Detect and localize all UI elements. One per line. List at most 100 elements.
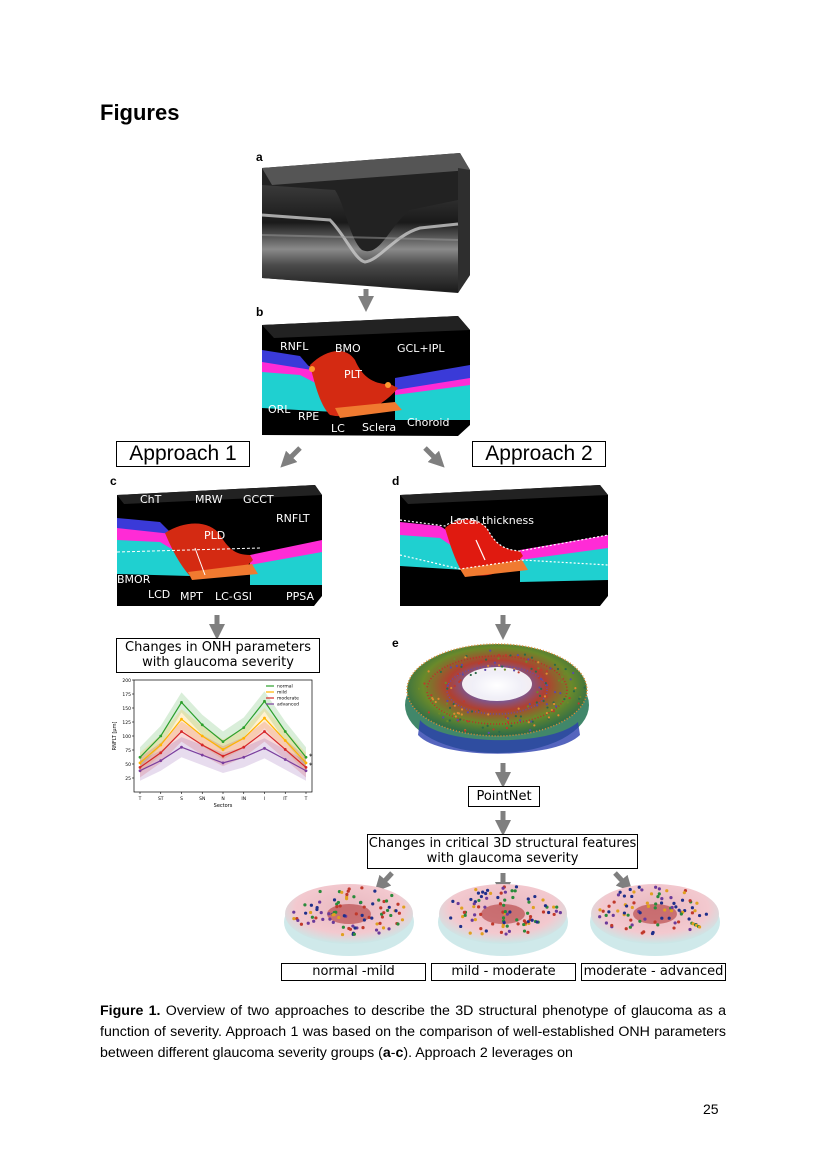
torus-point: [464, 729, 467, 732]
y-axis-label: RNFLT [μm]: [112, 722, 118, 751]
bowl-dot: [502, 903, 506, 907]
torus-point: [545, 703, 548, 706]
bowl-dot: [377, 931, 381, 935]
bowl-dot: [292, 910, 296, 914]
bowl-dot: [637, 885, 641, 889]
torus-point: [549, 667, 552, 670]
torus-point: [417, 687, 421, 690]
bowl-dot: [367, 915, 371, 919]
torus-point: [518, 719, 522, 722]
torus-point: [555, 705, 558, 708]
bowl-dot: [337, 915, 341, 920]
torus-point: [564, 667, 567, 671]
bowl-dot: [629, 918, 633, 922]
pointnet-box: PointNet: [468, 786, 540, 807]
point-mild: [263, 716, 266, 720]
bowl-dot: [688, 927, 692, 932]
torus-point: [556, 667, 560, 671]
point-normal: [200, 723, 204, 727]
bowl-dot: [604, 913, 608, 917]
bowl-dot: [375, 922, 379, 926]
bowl-dot: [390, 893, 394, 898]
bowl-dot: [690, 906, 694, 910]
bowl-dot: [462, 910, 466, 914]
bowl-dot: [516, 922, 520, 926]
bowl-dot: [670, 905, 674, 910]
bowl-dot: [501, 916, 506, 920]
label-mrw: MRW: [195, 493, 223, 506]
arrow-to-bowl-1: [374, 871, 394, 892]
torus-point: [487, 664, 490, 668]
bowl-dot: [352, 895, 356, 899]
bowl-dot: [552, 905, 556, 909]
y-tick-label: 50: [125, 762, 131, 768]
torus-point: [546, 706, 549, 709]
bowl-dot: [632, 890, 636, 894]
bowl-dot: [657, 887, 661, 891]
torus-point: [466, 711, 469, 714]
torus-point: [519, 715, 522, 718]
torus-point: [480, 660, 483, 664]
bowl-dot: [351, 924, 355, 928]
torus-point: [493, 668, 497, 671]
x-tick-label: I: [264, 796, 265, 802]
bowl-dot: [669, 896, 673, 900]
bowl-dot: [515, 918, 519, 922]
bowl-dot: [340, 932, 345, 937]
bowl-dot: [360, 886, 364, 890]
torus-point: [459, 718, 462, 721]
y-tick-label: 75: [125, 748, 131, 754]
approach-1-box: Approach 1: [116, 441, 250, 467]
bowl-dot: [400, 918, 405, 922]
torus-point: [461, 673, 464, 676]
bowl-dot: [385, 908, 390, 913]
bowl-dot: [402, 905, 406, 909]
bowl-dot: [676, 920, 681, 924]
label-lc: LC: [331, 422, 345, 435]
point-advanced: [283, 758, 287, 761]
bowl-dot: [318, 900, 322, 904]
bowl-dot: [628, 887, 632, 892]
bowl-dot: [697, 913, 702, 918]
bowl-dot: [526, 920, 530, 924]
bowl-dot: [502, 920, 506, 925]
point-normal: [283, 730, 287, 733]
bowl-dot: [535, 920, 539, 924]
caption-label: Figure 1.: [100, 1003, 161, 1019]
point-advanced: [221, 761, 225, 765]
bowl-dot: [704, 912, 708, 916]
local-thickness-image: [399, 485, 609, 606]
panel-b-labels: RNFL BMO GCL+IPL PLT ORL RPE LC Sclera C…: [268, 340, 449, 435]
bowl-dot: [461, 915, 465, 919]
bowl-dot: [522, 922, 526, 927]
bowl-dot: [361, 926, 365, 930]
torus-point: [486, 724, 489, 727]
torus-point: [459, 679, 462, 682]
torus-point: [450, 686, 453, 690]
bowl-dot: [485, 888, 490, 892]
point-mild: [283, 739, 287, 742]
bowl-dot: [374, 928, 379, 932]
bowl-dot: [650, 931, 655, 936]
approach-2-box: Approach 2: [472, 441, 606, 467]
torus-point: [517, 656, 520, 659]
label-lc-gsi: LC-GSI: [215, 590, 252, 603]
torus-point: [443, 712, 446, 715]
bowl-dot: [610, 923, 614, 928]
torus-point: [574, 687, 577, 690]
bowl-dot: [499, 930, 504, 934]
torus-point: [477, 662, 481, 665]
torus-point: [466, 720, 469, 723]
torus-point: [438, 667, 441, 670]
bowl-dot: [674, 905, 678, 909]
torus-point: [560, 675, 564, 678]
bowl-dot: [660, 897, 664, 901]
legend-label-moderate: moderate: [277, 696, 299, 702]
torus-point: [526, 705, 530, 708]
bowl-dot: [679, 912, 683, 916]
bowl-dot: [384, 899, 389, 903]
bowl-dot: [473, 913, 477, 917]
bowl-dot: [505, 924, 509, 928]
legend-label-normal: normal: [277, 684, 293, 690]
bowl-dot: [607, 904, 611, 908]
